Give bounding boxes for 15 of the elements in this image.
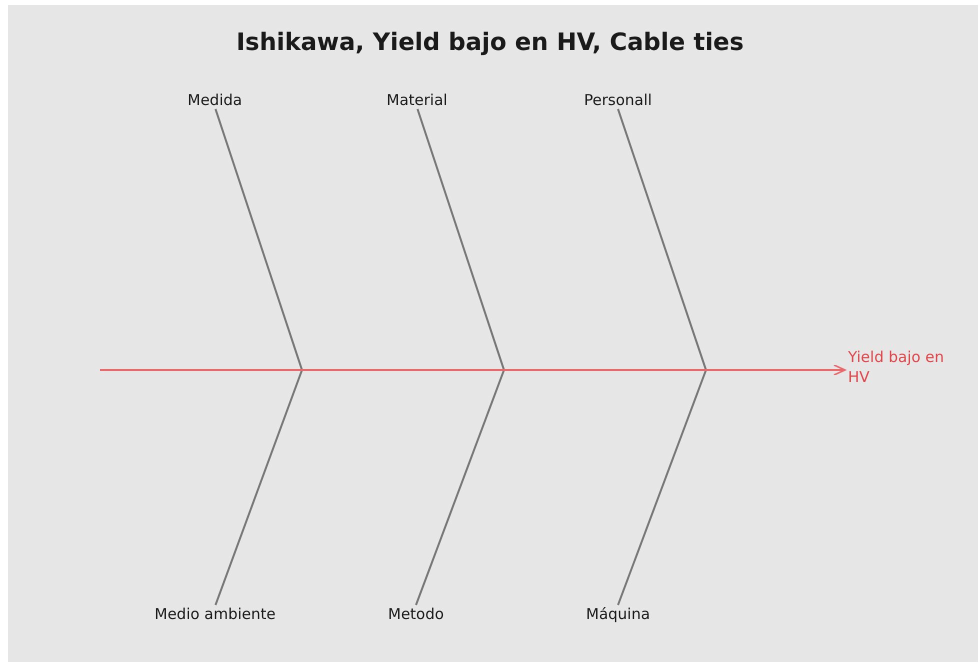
category-label: Metodo [388, 605, 444, 623]
bone-line [416, 108, 505, 370]
bone-line [214, 108, 303, 370]
category-label: Personall [584, 91, 652, 109]
bone-line [214, 370, 303, 606]
category-label: Medida [188, 91, 242, 109]
bone-line [617, 370, 707, 606]
category-label: Material [386, 91, 448, 109]
category-label: Medio ambiente [154, 605, 276, 623]
category-label: Máquina [586, 605, 650, 623]
effect-label: Yield bajo en HV [848, 347, 966, 387]
spine-arrow [100, 364, 846, 376]
bone-line [415, 370, 505, 606]
bone-line [617, 108, 707, 370]
title: Ishikawa, Yield bajo en HV, Cable ties [235, 28, 745, 56]
